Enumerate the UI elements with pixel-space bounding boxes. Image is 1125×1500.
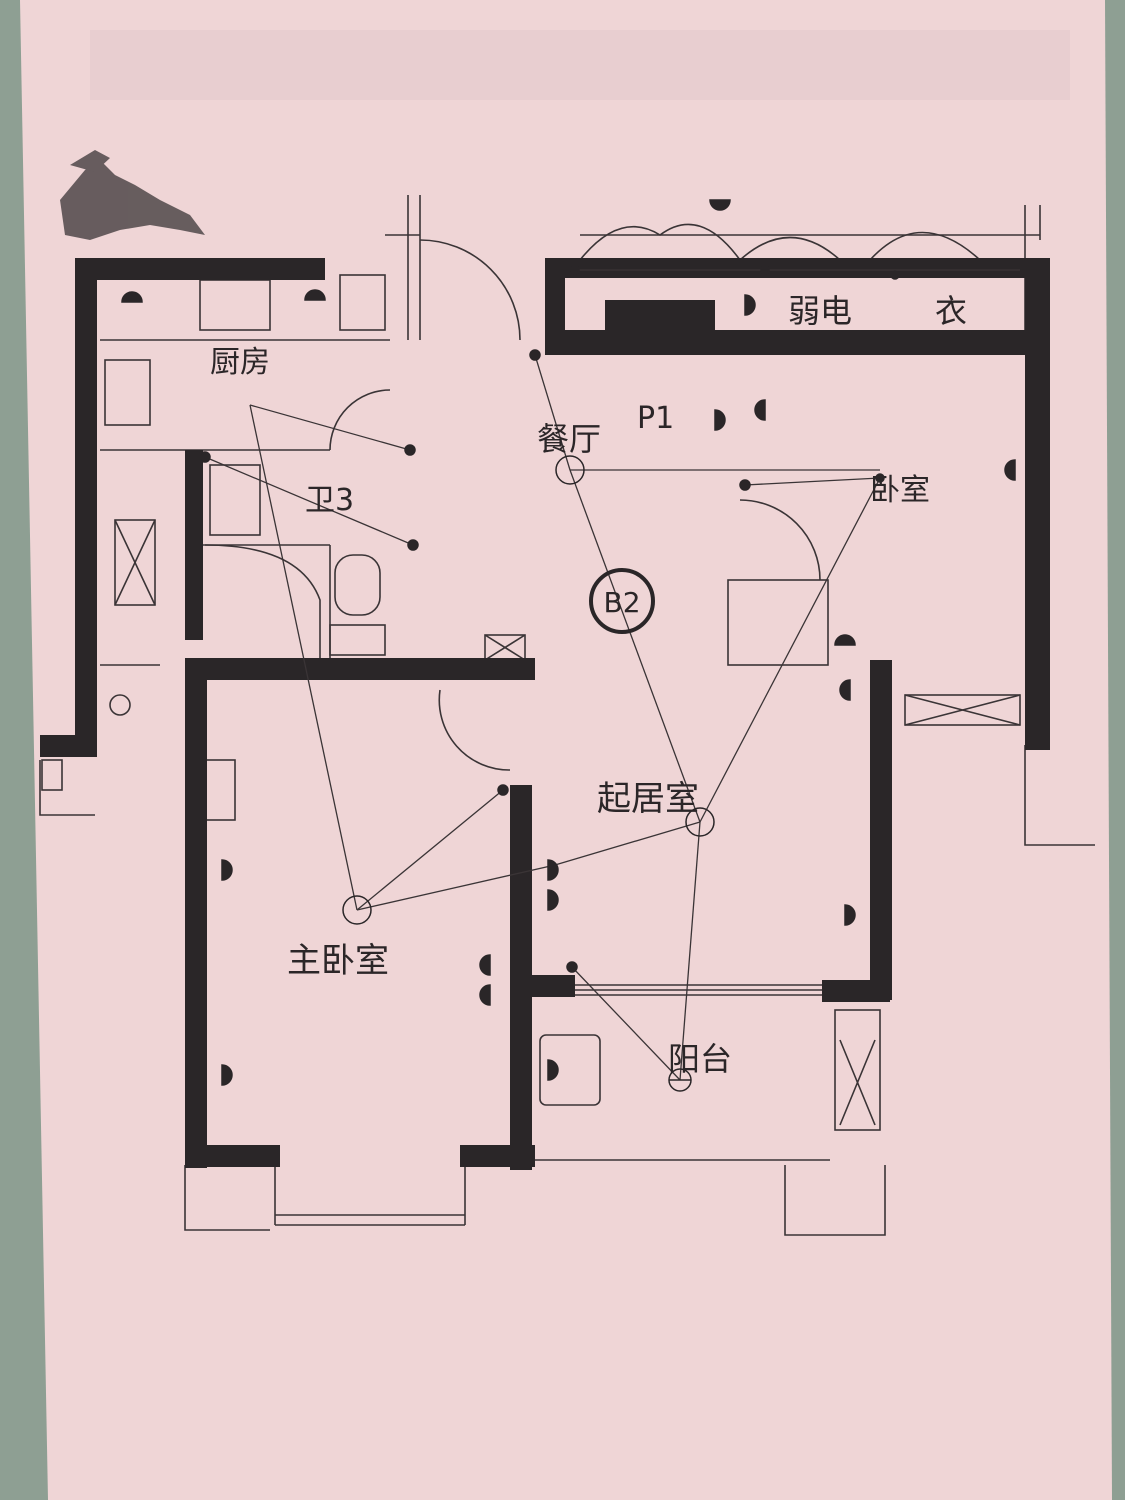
fixtures xyxy=(121,199,1016,1092)
socket-icon xyxy=(121,291,143,303)
room-label-bedroom: 卧室 xyxy=(870,473,930,508)
room-label-bath: 卫3 xyxy=(305,483,354,518)
switch-dot-icon xyxy=(529,349,541,361)
room-label-dining: 餐厅 xyxy=(537,420,601,458)
socket-icon xyxy=(221,859,233,881)
switch-dot-icon xyxy=(497,784,509,796)
switch-dot-icon xyxy=(566,961,578,973)
switch-dot-icon xyxy=(199,451,211,463)
socket-icon xyxy=(479,984,491,1006)
ceiling-light-icon xyxy=(342,895,372,925)
socket-icon xyxy=(744,294,756,316)
switch-dot-icon xyxy=(739,479,751,491)
ceiling-light-icon xyxy=(685,807,715,837)
thin-lines xyxy=(39,195,1095,1236)
labels: 厨房 卫3 餐厅 卧室 起居室 主卧室 阳台 弱电 衣 P1 B2 xyxy=(210,292,967,1078)
room-label-weak-current: 弱电 xyxy=(788,292,852,330)
room-label-master: 主卧室 xyxy=(287,941,389,981)
socket-icon xyxy=(547,889,559,911)
ceiling-light-icon xyxy=(555,455,585,485)
socket-icon xyxy=(714,409,726,431)
switch-dot-icon xyxy=(407,539,419,551)
socket-icon xyxy=(834,634,856,646)
wiring-lines xyxy=(204,269,1020,1081)
socket-icon xyxy=(709,199,731,211)
socket-icon xyxy=(304,289,326,301)
landscape-stamp-icon xyxy=(60,150,205,240)
room-label-living: 起居室 xyxy=(597,779,699,819)
room-label-balcony: 阳台 xyxy=(668,1040,732,1078)
switch-dot-icon xyxy=(404,444,416,456)
room-label-kitchen: 厨房 xyxy=(210,345,270,380)
walls xyxy=(40,258,1050,1170)
panel-label: P1 xyxy=(637,401,674,436)
switch-dot-icon xyxy=(875,473,885,483)
room-label-wardrobe: 衣 xyxy=(935,292,967,330)
paper-sheet xyxy=(20,0,1112,1500)
socket-icon xyxy=(547,859,559,881)
socket-icon xyxy=(1004,459,1016,481)
socket-icon xyxy=(221,1064,233,1086)
socket-icon xyxy=(547,1059,559,1081)
socket-icon xyxy=(754,399,766,421)
socket-icon xyxy=(479,954,491,976)
plan-code-circle xyxy=(589,568,655,634)
faded-header xyxy=(90,30,1070,100)
plan-code: B2 xyxy=(603,586,640,619)
socket-icon xyxy=(844,904,856,926)
socket-icon xyxy=(839,679,851,701)
